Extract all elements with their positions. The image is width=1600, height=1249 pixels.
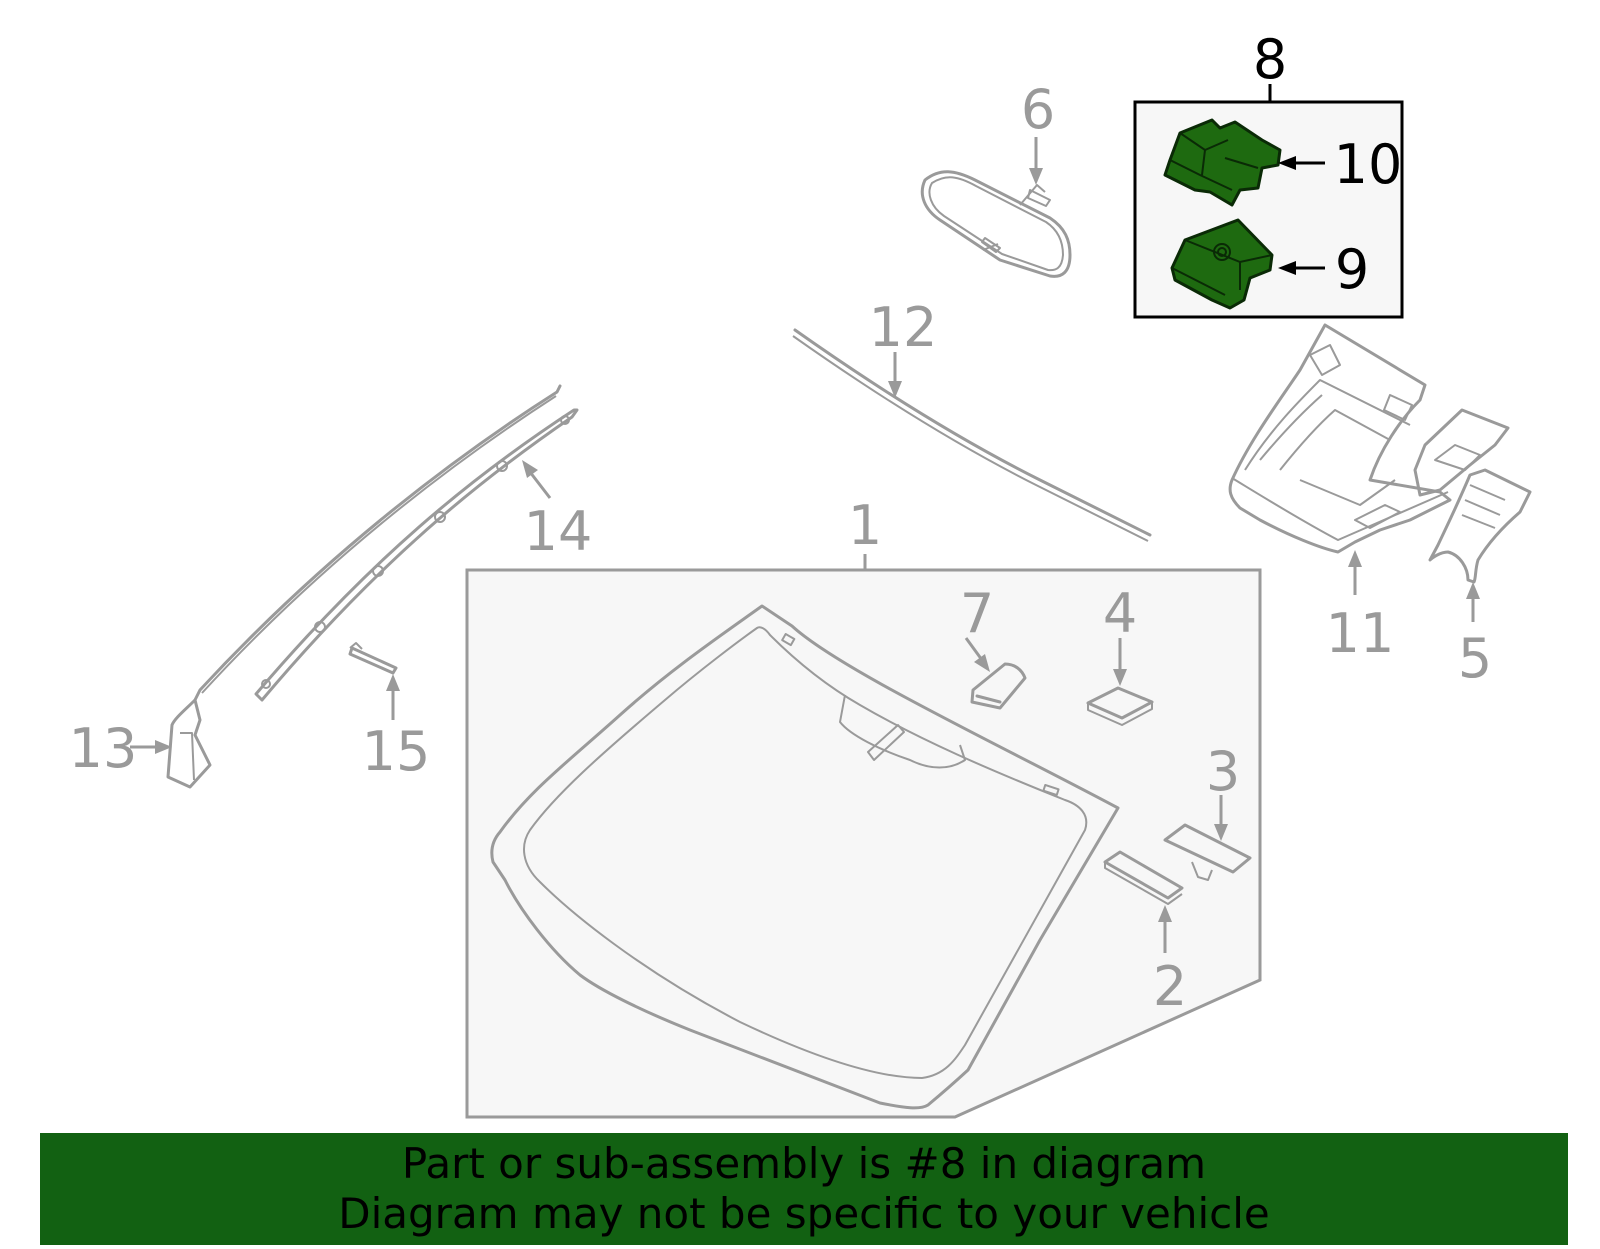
arrowhead-15: [386, 674, 400, 691]
arrowhead-11: [1348, 550, 1362, 567]
arrowhead-12: [888, 381, 902, 398]
arrowhead-2: [1158, 905, 1172, 922]
part-12-moulding[interactable]: [792, 328, 1152, 542]
callout-13: 13: [69, 717, 138, 780]
callout-9: 9: [1335, 238, 1369, 301]
banner-line-1: Part or sub-assembly is #8 in diagram: [401, 1139, 1207, 1188]
windshield-glass[interactable]: [490, 604, 1120, 1110]
callout-4: 4: [1103, 582, 1137, 645]
callout-5: 5: [1458, 627, 1492, 690]
part-15-clip[interactable]: [348, 642, 398, 675]
callout-2: 2: [1153, 955, 1187, 1018]
arrowhead-14: [522, 460, 538, 478]
part-14-roof-rail[interactable]: [193, 384, 579, 702]
windshield-group-box: [465, 568, 1262, 1119]
arrowhead-5: [1466, 582, 1480, 599]
leader-14: [528, 471, 552, 499]
part-7-sensor-pad[interactable]: [970, 662, 1027, 710]
part-2-bracket[interactable]: [1103, 850, 1184, 905]
part-13-pillar-trim[interactable]: [166, 698, 212, 789]
callout-14: 14: [524, 500, 593, 563]
part-3-bracket[interactable]: [1163, 823, 1252, 881]
callout-15: 15: [362, 720, 431, 783]
leader-7: [964, 637, 984, 661]
callout-7: 7: [960, 582, 994, 645]
part-6-rearview-mirror[interactable]: [920, 170, 1072, 278]
arrowhead-4: [1113, 669, 1127, 686]
arrowhead-6: [1029, 168, 1043, 185]
banner-line-2: Diagram may not be specific to your vehi…: [338, 1189, 1270, 1238]
part-5-bracket[interactable]: [1428, 468, 1532, 584]
callout-3: 3: [1206, 740, 1240, 803]
callout-11: 11: [1326, 602, 1395, 665]
callout-1: 1: [848, 494, 882, 557]
part-10-cover[interactable]: [1163, 118, 1282, 207]
callout-6: 6: [1021, 78, 1055, 141]
arrowhead-3: [1214, 824, 1228, 841]
arrowhead-9: [1278, 261, 1296, 275]
arrowhead-13: [155, 740, 172, 754]
part-9-housing[interactable]: [1170, 218, 1274, 310]
callout-12: 12: [869, 296, 938, 359]
part-11-overhead-console[interactable]: [1228, 323, 1510, 554]
callout-8: 8: [1253, 28, 1287, 91]
arrowhead-10: [1278, 156, 1296, 170]
info-banner: Part or sub-assembly is #8 in diagram Di…: [40, 1133, 1568, 1245]
part-4-pad[interactable]: [1086, 686, 1154, 726]
callout-10: 10: [1334, 133, 1403, 196]
arrowhead-7: [974, 654, 990, 672]
